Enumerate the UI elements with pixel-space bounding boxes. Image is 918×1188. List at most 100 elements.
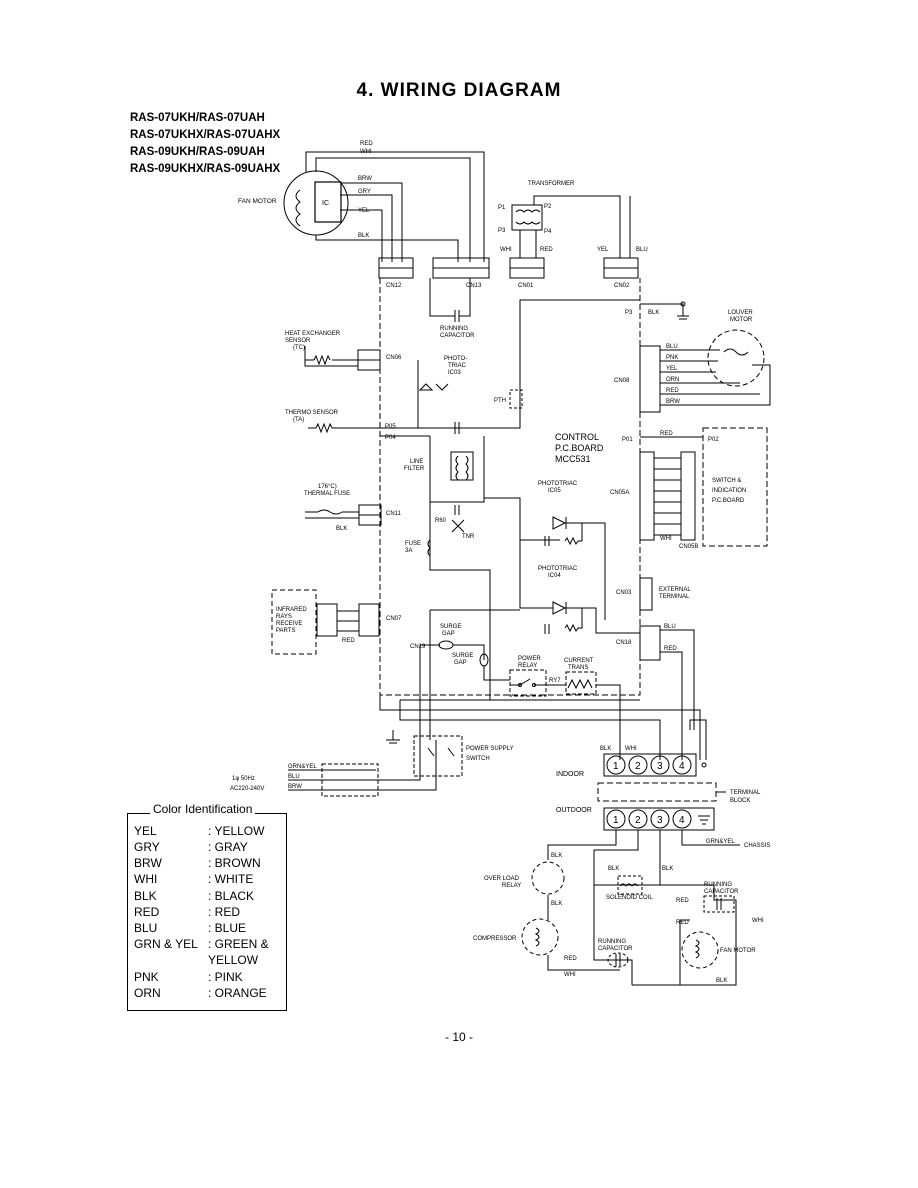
legend-row: ORN : ORANGE xyxy=(134,986,267,1000)
connector-cn02: CN02 xyxy=(603,257,639,289)
r60-label: R60 xyxy=(435,518,447,524)
legend-name: YELLOW xyxy=(208,953,259,967)
running-capacitor-compressor: RUNNING CAPACITOR RED WHI xyxy=(564,939,633,978)
hx-sensor-label-2: SENSOR xyxy=(285,338,311,344)
model-list: RAS-07UKH/RAS-07UAH RAS-07UKHX/RAS-07UAH… xyxy=(130,110,280,178)
line-filter-label-2: FILTER xyxy=(404,466,425,472)
cn18-label: CN18 xyxy=(616,640,632,646)
wire-label-yel: YEL xyxy=(597,247,609,253)
wire-label-red: RED xyxy=(660,431,673,437)
cn08-wire-blu: BLU xyxy=(666,344,678,350)
ic03-label-2: TRIAC xyxy=(448,363,467,369)
supply-wire-grnyel: GRN&YEL xyxy=(288,764,317,770)
infrared-label-4: PARTS xyxy=(276,628,295,634)
indoor-label: INDOOR xyxy=(556,771,584,778)
legend-name: : RED xyxy=(208,905,241,919)
wire-label-red: RED xyxy=(664,646,677,652)
running-capacitor-fan-label-1: RUNNING xyxy=(704,882,732,888)
running-capacitor-fan-label-2: CAPACITOR xyxy=(704,889,739,895)
line-filter: LINE FILTER xyxy=(404,436,485,503)
hx-sensor-label-1: HEAT EXCHANGER xyxy=(285,331,341,337)
terminal-block-divider: TERMINAL BLOCK xyxy=(597,782,761,804)
compressor-label: COMPRESSOR xyxy=(473,936,517,942)
terminal-4: 4 xyxy=(679,761,685,772)
wire-label-whi: WHI xyxy=(360,149,372,155)
terminal-1: 1 xyxy=(613,761,619,772)
cn07-label: CN07 xyxy=(386,616,402,622)
ic05-label-2: IC05 xyxy=(548,488,561,494)
louver-motor: LOUVER MOTOR xyxy=(707,310,765,387)
phototriac-ic05: PHOTOTRIAC IC05 xyxy=(484,481,606,620)
blk-label: BLK xyxy=(648,310,659,316)
control-board-label-2: P.C.BOARD xyxy=(555,443,604,453)
power-supply-switch-label-2: SWITCH xyxy=(466,756,490,762)
connector-cn18: CN18 BLU RED xyxy=(616,624,695,760)
switch-indication-board: P01 P02 RED CN05A CN05B WHI SWITCH & IND… xyxy=(610,427,768,550)
power-supply-switch-label-1: POWER SUPPLY xyxy=(466,746,514,752)
terminal-3: 3 xyxy=(657,815,663,826)
cn11-label: CN11 xyxy=(386,511,402,517)
surge-gaps: CN19 SURGE GAP SURGE GAP xyxy=(410,609,520,740)
cn08-wire-orn: ORN xyxy=(666,377,679,383)
current-trans-label-2: TRANS xyxy=(568,665,588,671)
ic-label: IC xyxy=(322,200,329,207)
wire-label-whi: WHI xyxy=(500,247,512,253)
legend-code: BLK xyxy=(134,889,157,903)
legend-row: GRY: GRAY xyxy=(134,840,248,854)
ic04-label-1: PHOTOTRIAC xyxy=(538,566,578,572)
switch-board-label-2: INDICATION xyxy=(712,488,746,494)
cn08-label: CN08 xyxy=(614,378,630,384)
supply-wire-blu: BLU xyxy=(288,774,300,780)
connector-cn12: CN12 xyxy=(378,257,414,289)
cn08-wire-brw: BRW xyxy=(666,399,680,405)
pth: PTH xyxy=(494,389,523,409)
legend-name: : ORANGE xyxy=(208,986,267,1000)
p01-label: P01 xyxy=(622,437,633,443)
wire-label-blu: BLU xyxy=(636,247,648,253)
current-trans-label-1: CURRENT xyxy=(564,658,594,664)
thermo-sensor-label-2: (TA) xyxy=(293,417,304,423)
external-terminal-label-2: TERMINAL xyxy=(659,594,690,600)
running-capacitor-comp-label-2: CAPACITOR xyxy=(598,946,633,952)
model-name: RAS-09UKHX/RAS-09UAHX xyxy=(130,163,281,175)
terminal-block-indoor: 1 2 3 4 INDOOR BLK WHI xyxy=(556,746,707,778)
terminal-block-label-2: BLOCK xyxy=(730,798,750,804)
switch-board-label-1: SWITCH & xyxy=(712,478,741,484)
legend-row: BLK: BLACK xyxy=(134,889,254,903)
cn08-wire-pnk: PNK xyxy=(666,355,678,361)
legend-code: WHI xyxy=(134,872,158,886)
wire-label-blk: BLK xyxy=(551,853,562,859)
connector-cn01: CN01 xyxy=(509,257,545,289)
fan-motor-wires: RED WHI BRW GRY YEL BLK xyxy=(305,141,485,262)
supply-label-2: AC220-240V xyxy=(230,786,264,792)
wire-label-blk: BLK xyxy=(358,233,369,239)
infrared-receive-parts: INFRARED RAYS RECEIVE PARTS CN07 RED xyxy=(271,589,402,655)
outdoor-wiring xyxy=(547,830,737,986)
infrared-label-3: RECEIVE xyxy=(276,621,302,627)
power-relay: POWER RELAY RY7 CURRENT TRANS xyxy=(509,656,621,760)
thermal-fuse-label-2: THERMAL FUSE xyxy=(304,491,350,497)
supply-label-1: 1φ 50Hz xyxy=(232,776,255,782)
legend-code: YEL xyxy=(134,824,157,838)
p02-label: P02 xyxy=(708,437,719,443)
pth-label: PTH xyxy=(494,398,506,404)
legend-name: : BLUE xyxy=(208,921,247,935)
legend-code: BRW xyxy=(134,856,162,870)
p2-label: P2 xyxy=(544,204,552,210)
running-capacitor-label-1: RUNNING xyxy=(440,326,468,332)
ground-p3: P3 BLK xyxy=(625,301,689,320)
running-capacitor-fan: RUNNING CAPACITOR RED RED WHI xyxy=(676,882,764,926)
photo-triac-ic03: PHOTO- TRIAC IC03 xyxy=(417,356,467,428)
cn01-label: CN01 xyxy=(518,283,534,289)
wire-label-whi: WHI xyxy=(752,918,764,924)
legend-code: ORN xyxy=(134,986,161,1000)
thermal-fuse-label-1: 176°C) xyxy=(318,484,337,490)
hx-sensor-label-3: (TC) xyxy=(293,345,305,351)
grn-yel-label: GRN&YEL xyxy=(706,839,735,845)
over-load-relay: OVER LOAD RELAY BLK BLK xyxy=(484,853,565,907)
compressor: COMPRESSOR xyxy=(473,918,559,956)
wire-label-blk: BLK xyxy=(608,866,619,872)
ic05-label-1: PHOTOTRIAC xyxy=(538,481,578,487)
legend-code: BLU xyxy=(134,921,158,935)
